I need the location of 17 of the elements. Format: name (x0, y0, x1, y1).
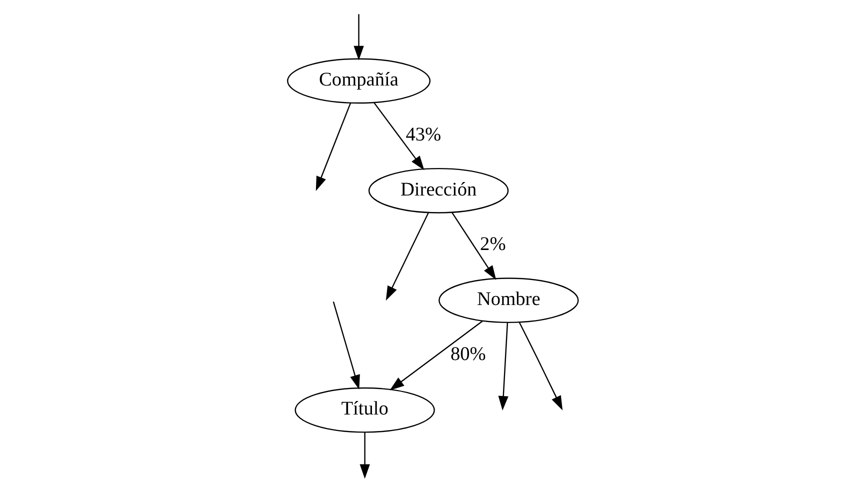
edge-label: 2% (480, 234, 506, 256)
arrow (359, 432, 370, 479)
arrow (385, 212, 428, 301)
node-ellipse: Compañía (286, 58, 430, 104)
arrow (498, 322, 508, 411)
arrow (451, 212, 496, 280)
arrow (373, 102, 424, 170)
arrow (353, 14, 364, 60)
edge-label: 80% (450, 344, 486, 365)
arrow (315, 103, 350, 191)
arrow (389, 320, 482, 390)
arrow (332, 301, 360, 390)
node-ellipse: Nombre (438, 278, 578, 324)
node-ellipse: Dirección (368, 168, 508, 214)
node-ellipse: Título (294, 387, 434, 433)
arrow (518, 322, 562, 410)
edge-label: 43% (405, 124, 441, 146)
